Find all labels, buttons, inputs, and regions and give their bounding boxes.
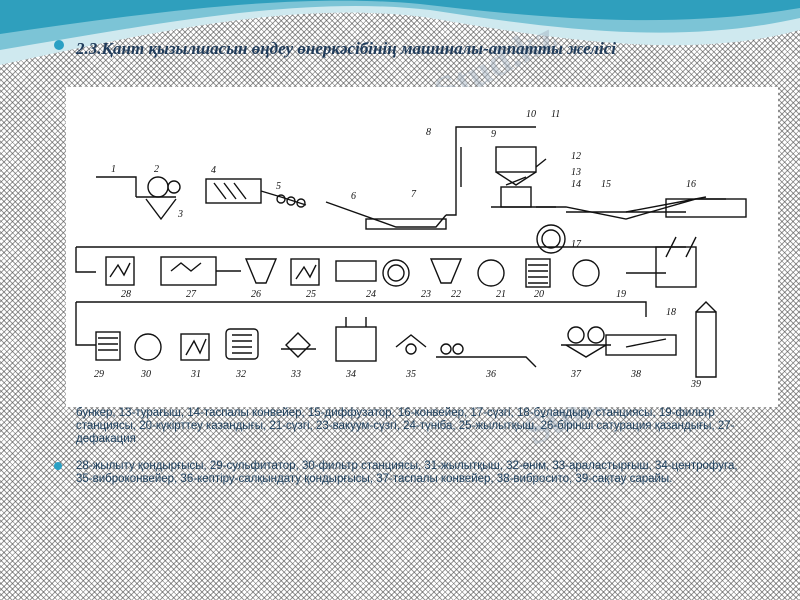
label-1: 1 bbox=[111, 164, 116, 175]
label-38: 38 bbox=[630, 369, 641, 380]
label-21: 21 bbox=[496, 289, 506, 300]
label-36: 36 bbox=[485, 369, 496, 380]
label-4: 4 bbox=[211, 165, 216, 176]
label-32: 32 bbox=[235, 369, 246, 380]
label-23: 23 bbox=[421, 289, 431, 300]
label-39: 39 bbox=[690, 379, 701, 390]
label-14: 14 bbox=[571, 179, 581, 190]
process-diagram: 1 2 3 4 5 6 7 8 9 10 11 12 13 14 15 16 1… bbox=[66, 87, 778, 407]
label-25: 25 bbox=[306, 289, 316, 300]
label-33: 33 bbox=[290, 369, 301, 380]
label-24: 24 bbox=[366, 289, 376, 300]
label-31: 31 bbox=[190, 369, 201, 380]
label-13: 13 bbox=[571, 167, 581, 178]
label-5: 5 bbox=[276, 181, 281, 192]
label-19: 19 bbox=[616, 289, 626, 300]
legend-text-1: бункер, 13-турағыш, 14-таспалы конвейер,… bbox=[76, 407, 735, 445]
title-bullet bbox=[54, 40, 64, 50]
label-37: 37 bbox=[570, 369, 582, 380]
label-29: 29 bbox=[94, 369, 104, 380]
label-26: 26 bbox=[251, 289, 261, 300]
label-35: 35 bbox=[405, 369, 416, 380]
label-22: 22 bbox=[451, 289, 461, 300]
process-flow-diagram: 1 2 3 4 5 6 7 8 9 10 11 12 13 14 15 16 1… bbox=[75, 109, 747, 390]
label-3: 3 bbox=[177, 209, 183, 220]
legend-text-2: 28-жылыту қондырғысы, 29-сульфитатор, 30… bbox=[76, 460, 738, 485]
label-12: 12 bbox=[571, 151, 581, 162]
label-28: 28 bbox=[121, 289, 131, 300]
label-20: 20 bbox=[534, 289, 544, 300]
header-wave bbox=[0, 0, 800, 65]
caption-bullet bbox=[54, 462, 62, 470]
label-10: 10 bbox=[526, 109, 536, 120]
label-15: 15 bbox=[601, 179, 611, 190]
label-30: 30 bbox=[140, 369, 151, 380]
label-16: 16 bbox=[686, 179, 696, 190]
label-6: 6 bbox=[351, 191, 356, 202]
label-34: 34 bbox=[345, 369, 356, 380]
label-2: 2 bbox=[154, 164, 159, 175]
label-8: 8 bbox=[426, 127, 431, 138]
label-7: 7 bbox=[411, 189, 417, 200]
label-27: 27 bbox=[186, 289, 197, 300]
label-18: 18 bbox=[666, 307, 676, 318]
slide-title: 2.3.Қант қызылшасын өңдеу өнеркәсібінің … bbox=[76, 39, 616, 58]
label-11: 11 bbox=[551, 109, 560, 120]
label-9: 9 bbox=[491, 129, 496, 140]
label-17: 17 bbox=[571, 239, 582, 250]
